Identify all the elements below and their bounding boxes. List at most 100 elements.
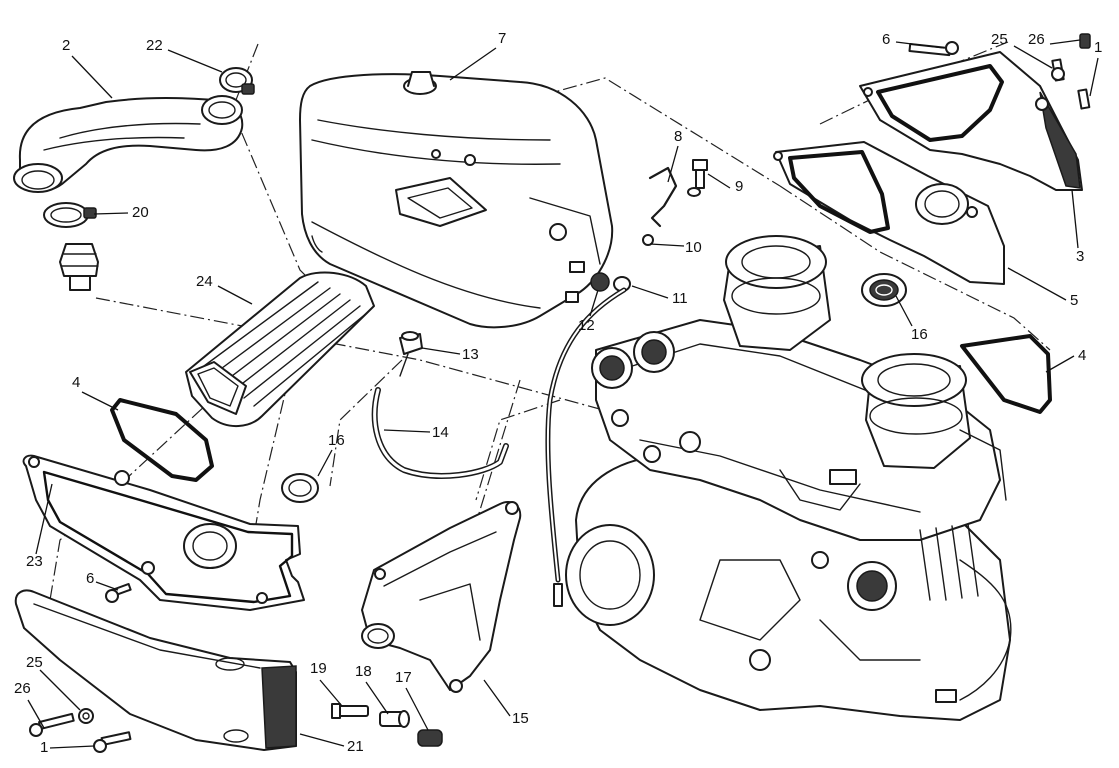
- callout-c26b: 26: [14, 680, 45, 729]
- callout-c20: 20: [93, 204, 149, 221]
- callout-c21: 21: [299, 733, 364, 755]
- engine-assembly: [565, 235, 1012, 721]
- callout-leader-line: [95, 581, 119, 591]
- callout-c2: 2: [62, 37, 113, 99]
- part-13-breather: [399, 331, 423, 377]
- callout-leader-line: [1007, 267, 1067, 301]
- fasteners-top-right: [908, 33, 1091, 110]
- part-10-washer: [687, 187, 701, 197]
- callout-number: 2: [62, 37, 70, 54]
- part-23-intake-plate: [22, 454, 305, 611]
- callout-number: 21: [347, 738, 364, 755]
- callout-c3: 3: [1071, 189, 1084, 265]
- callout-leader-line: [895, 41, 945, 49]
- callout-number: 3: [1076, 248, 1084, 265]
- callout-number: 16: [911, 326, 928, 343]
- callout-c25a: 25: [991, 31, 1053, 69]
- part-6-bolt-left: [105, 583, 132, 603]
- callout-c22: 22: [146, 37, 223, 73]
- part-19-bolt: [331, 703, 369, 719]
- callout-c6a: 6: [882, 31, 945, 49]
- callout-number: 4: [72, 374, 80, 391]
- part-15-bracket: [361, 500, 522, 693]
- part-4-gasket-left: [110, 398, 214, 482]
- callout-leader-line: [405, 687, 429, 731]
- callout-c16b: 16: [317, 432, 345, 477]
- belt-pulleys: [591, 331, 897, 611]
- callout-c24: 24: [196, 273, 253, 305]
- callout-c14: 14: [383, 424, 449, 441]
- callout-number: 12: [578, 317, 595, 334]
- callout-leader-line: [217, 285, 253, 305]
- callout-number: 13: [462, 346, 479, 363]
- callout-leader-line: [1049, 39, 1081, 45]
- part-22-clamp: [219, 67, 255, 95]
- callout-number: 1: [1094, 39, 1102, 56]
- callout-number: 22: [146, 37, 163, 54]
- part-9-screw: [692, 159, 708, 189]
- callout-leader-line: [667, 145, 679, 183]
- callout-number: 11: [672, 290, 688, 307]
- callout-c5: 5: [1007, 267, 1078, 309]
- part-20-clamp: [43, 202, 97, 228]
- callout-number: 23: [26, 553, 43, 570]
- part-18-spacer: [379, 710, 410, 728]
- callout-c11: 11: [631, 285, 688, 307]
- part-16-sleeve-right: [861, 273, 907, 307]
- callout-c13: 13: [421, 346, 479, 363]
- callout-leader-line: [707, 173, 731, 189]
- callout-leader-line: [1071, 189, 1079, 249]
- callout-c7: 7: [449, 30, 506, 81]
- callout-c16a: 16: [895, 295, 928, 343]
- part-24-air-filter: [185, 271, 375, 427]
- callout-leader-line: [1045, 355, 1075, 373]
- part-8-spring-clip: [642, 166, 678, 246]
- callout-leader-line: [39, 669, 81, 711]
- fasteners-bottom-left: [29, 708, 132, 753]
- callout-c25b: 25: [26, 654, 81, 711]
- callout-number: 5: [1070, 292, 1078, 309]
- callout-c4b: 4: [72, 374, 119, 411]
- callout-number: 1: [40, 739, 48, 756]
- callout-number: 8: [674, 128, 682, 145]
- part-12-grommet: [590, 272, 610, 292]
- callout-c10: 10: [649, 239, 702, 256]
- callout-c6b: 6: [86, 570, 119, 591]
- callout-number: 6: [86, 570, 94, 587]
- assembly-line: [779, 185, 1051, 351]
- callout-leader-line: [317, 449, 333, 477]
- callout-leader-line: [421, 347, 461, 355]
- assembly-line: [49, 391, 221, 601]
- callout-leader-line: [27, 699, 45, 729]
- throttle-body-front: [723, 235, 831, 351]
- callout-number: 24: [196, 273, 213, 290]
- callout-number: 26: [14, 680, 31, 697]
- part-4-gasket-right: [960, 334, 1052, 414]
- callout-leader-line: [299, 733, 345, 747]
- callout-number: 6: [882, 31, 890, 48]
- callout-c26a: 26: [1028, 31, 1081, 48]
- callout-leader-line: [365, 681, 389, 715]
- callout-number: 4: [1078, 347, 1086, 364]
- callout-leader-line: [483, 679, 511, 717]
- callout-c4a: 4: [1045, 347, 1086, 373]
- callout-leader-line: [1089, 57, 1099, 97]
- callout-number: 16: [328, 432, 345, 449]
- callout-c17: 17: [395, 669, 429, 731]
- callout-leader-line: [93, 212, 129, 215]
- part-16-sleeve-left: [281, 473, 319, 503]
- callout-c19: 19: [310, 660, 343, 707]
- callout-leader-line: [1013, 45, 1053, 69]
- callout-number: 9: [735, 178, 743, 195]
- callout-number: 10: [685, 239, 702, 256]
- callout-leader-line: [383, 429, 431, 433]
- callout-c1a: 1: [1089, 39, 1102, 97]
- callout-leader-line: [167, 49, 223, 73]
- callout-leader-line: [35, 483, 53, 555]
- callout-c9: 9: [707, 173, 743, 195]
- callout-c23: 23: [26, 483, 53, 570]
- part-sensor: [59, 243, 99, 291]
- callout-leader-line: [589, 289, 599, 317]
